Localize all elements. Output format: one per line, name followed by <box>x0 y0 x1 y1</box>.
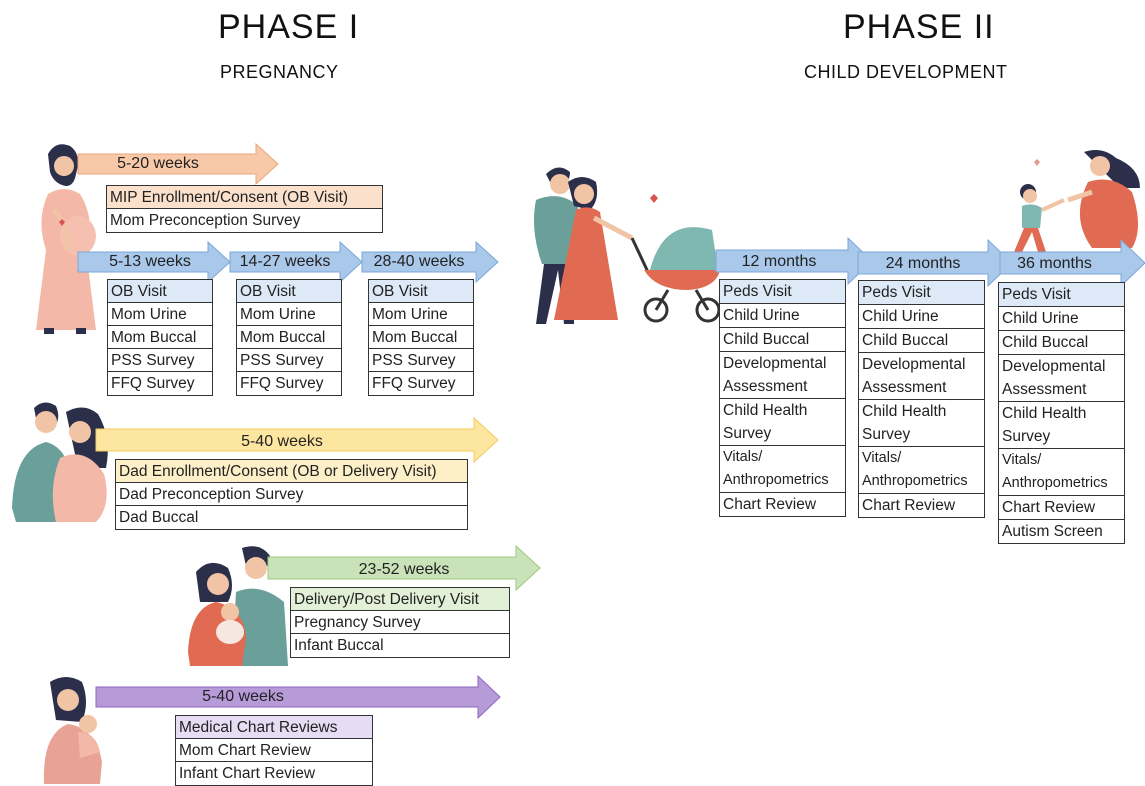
child-12m-label: 12 months <box>741 253 817 270</box>
chart-review-arrow: 5-40 weeks <box>95 674 501 720</box>
child-item: Child Urine <box>999 307 1124 331</box>
trimester-item: Mom Urine <box>237 303 341 326</box>
child-24m-box: Peds Visit Child Urine Child Buccal Deve… <box>858 280 985 518</box>
child-36m-box: Peds Visit Child Urine Child Buccal Deve… <box>998 282 1125 544</box>
child-36m-arrow: 36 months <box>999 238 1145 288</box>
dad-arrow: 5-40 weeks <box>95 416 499 464</box>
chart-review-item: Medical Chart Reviews <box>176 716 372 739</box>
chart-review-item: Mom Chart Review <box>176 739 372 762</box>
dad-arrow-label: 5-40 weeks <box>241 432 323 450</box>
couple-illustration <box>12 402 108 522</box>
chart-review-arrow-label: 5-40 weeks <box>202 688 284 705</box>
dad-item: Dad Enrollment/Consent (OB or Delivery V… <box>116 460 467 483</box>
trimester-item: Mom Urine <box>369 303 473 326</box>
mom-enrollment-arrow: 5-20 weeks <box>77 142 279 186</box>
mom-enrollment-item: Mom Preconception Survey <box>110 212 301 229</box>
trimester-item: Mom Buccal <box>108 326 212 349</box>
child-item: Peds Visit <box>720 280 845 304</box>
chart-review-item: Infant Chart Review <box>179 765 316 782</box>
child-item: Developmental Assessment <box>999 355 1124 402</box>
delivery-item: Pregnancy Survey <box>291 611 509 634</box>
child-12m-box: Peds Visit Child Urine Child Buccal Deve… <box>719 279 846 517</box>
child-item: Vitals/ Anthropometrics <box>999 449 1124 496</box>
child-item: Child Health Survey <box>720 399 845 446</box>
dad-item: Dad Buccal <box>119 509 199 526</box>
child-item: Child Urine <box>859 305 984 329</box>
phase-1-title: PHASE I <box>218 8 360 46</box>
trimester-1-label: 5-13 weeks <box>109 253 191 270</box>
mom-enrollment-arrow-label: 5-20 weeks <box>117 155 199 172</box>
delivery-item: Delivery/Post Delivery Visit <box>291 588 509 611</box>
trimester-item: FFQ Survey <box>372 375 456 392</box>
trimester-3-box: OB Visit Mom Urine Mom Buccal PSS Survey… <box>368 279 474 396</box>
trimester-item: Mom Buccal <box>369 326 473 349</box>
pregnant-mom-illustration <box>36 144 96 334</box>
trimester-item: Mom Urine <box>108 303 212 326</box>
delivery-arrow: 23-52 weeks <box>267 544 541 592</box>
trimester-item: PSS Survey <box>237 349 341 372</box>
child-item: Child Urine <box>720 304 845 328</box>
mom-and-toddler-illustration <box>1014 150 1140 252</box>
child-24m-label: 24 months <box>885 255 961 272</box>
trimester-1-arrow: 5-13 weeks <box>77 240 231 284</box>
trimester-item: PSS Survey <box>108 349 212 372</box>
dad-box: Dad Enrollment/Consent (OB or Delivery V… <box>115 459 468 530</box>
phase-1-subtitle: PREGNANCY <box>220 62 339 82</box>
child-item: Developmental Assessment <box>859 353 984 400</box>
trimester-item: Mom Buccal <box>237 326 341 349</box>
delivery-item: Infant Buccal <box>294 637 384 654</box>
child-item: Vitals/ Anthropometrics <box>859 447 984 494</box>
child-item: Child Buccal <box>999 331 1124 355</box>
trimester-2-arrow: 14-27 weeks <box>229 240 363 284</box>
child-item: Autism Screen <box>1002 523 1103 540</box>
child-item: Child Buccal <box>859 329 984 353</box>
trimester-3-label: 28-40 weeks <box>373 253 465 270</box>
phase-2-subtitle: CHILD DEVELOPMENT <box>804 62 1008 82</box>
mom-enrollment-box: MIP Enrollment/Consent (OB Visit) Mom Pr… <box>106 185 383 233</box>
child-item: Chart Review <box>723 496 817 513</box>
child-item: Chart Review <box>862 497 956 514</box>
trimester-1-box: OB Visit Mom Urine Mom Buccal PSS Survey… <box>107 279 213 396</box>
trimester-2-box: OB Visit Mom Urine Mom Buccal PSS Survey… <box>236 279 342 396</box>
delivery-arrow-label: 23-52 weeks <box>358 560 450 578</box>
dad-item: Dad Preconception Survey <box>116 483 467 506</box>
trimester-item: OB Visit <box>108 280 212 303</box>
trimester-2-label: 14-27 weeks <box>239 253 331 270</box>
trimester-item: OB Visit <box>369 280 473 303</box>
child-36m-label: 36 months <box>1017 255 1092 272</box>
family-with-baby-illustration <box>188 546 288 666</box>
child-item: Child Buccal <box>720 328 845 352</box>
child-item: Developmental Assessment <box>720 352 845 399</box>
child-item: Child Health Survey <box>859 400 984 447</box>
trimester-item: PSS Survey <box>369 349 473 372</box>
child-12m-arrow: 12 months <box>715 236 873 286</box>
trimester-item: FFQ Survey <box>111 375 195 392</box>
phase-2-title: PHASE II <box>843 8 995 46</box>
child-item: Child Health Survey <box>999 402 1124 449</box>
child-item: Peds Visit <box>999 283 1124 307</box>
parents-with-stroller-illustration <box>534 167 721 324</box>
trimester-item: FFQ Survey <box>240 375 324 392</box>
trimester-item: OB Visit <box>237 280 341 303</box>
trimester-3-arrow: 28-40 weeks <box>361 240 499 284</box>
mom-enrollment-item: MIP Enrollment/Consent (OB Visit) <box>107 186 382 209</box>
child-item: Chart Review <box>999 496 1124 520</box>
mom-holding-baby-illustration <box>43 677 102 784</box>
delivery-box: Delivery/Post Delivery Visit Pregnancy S… <box>290 587 510 658</box>
child-item: Peds Visit <box>859 281 984 305</box>
child-item: Vitals/ Anthropometrics <box>720 446 845 493</box>
chart-review-box: Medical Chart Reviews Mom Chart Review I… <box>175 715 373 786</box>
